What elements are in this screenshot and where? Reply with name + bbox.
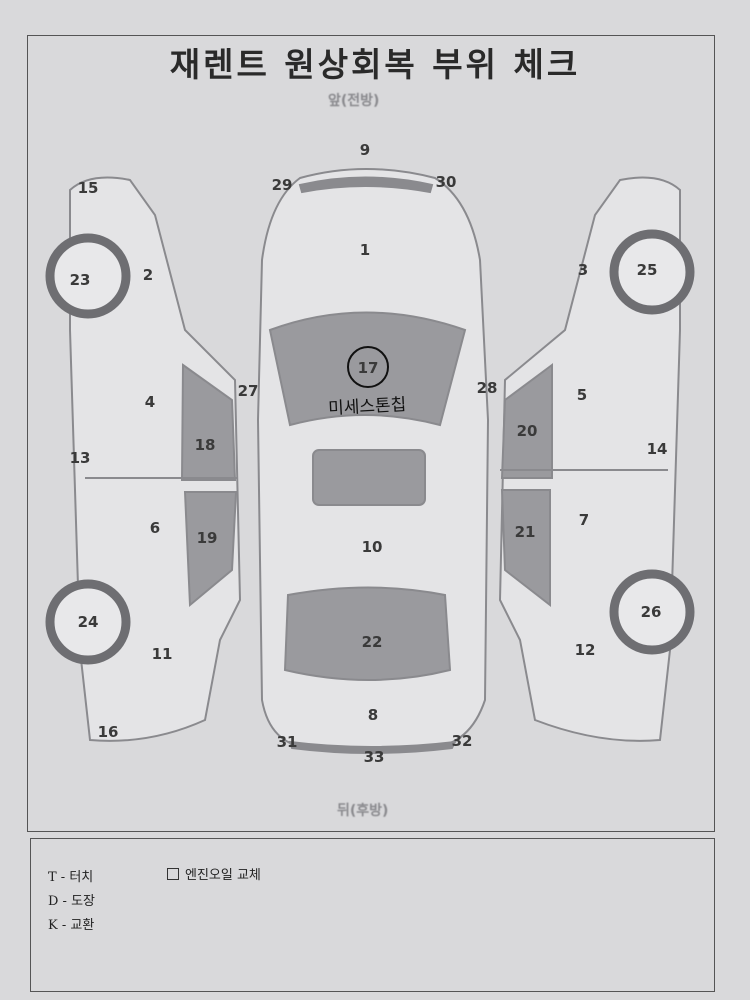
part-13: 13: [69, 449, 91, 467]
part-5: 5: [576, 386, 588, 404]
part-30: 30: [435, 173, 457, 191]
legend-paint: D - 도장: [48, 894, 96, 909]
part-33: 33: [363, 748, 385, 766]
annotation-circle: [347, 346, 389, 388]
windshield: [268, 311, 467, 427]
part-25: 25: [636, 261, 658, 279]
part-8: 8: [367, 706, 379, 724]
part-32: 32: [451, 732, 473, 750]
front-label: 앞(전방): [328, 93, 380, 109]
left-rear-window: [183, 491, 238, 608]
part-14: 14: [646, 440, 668, 458]
right-front-window: [500, 363, 553, 479]
sunroof: [312, 449, 426, 506]
part-3: 3: [577, 261, 589, 279]
engine-oil-label: 엔진오일 교체: [185, 868, 261, 883]
part-18: 18: [194, 436, 216, 454]
legend-replace: K - 교환: [48, 918, 95, 933]
wheel-23: [45, 233, 131, 319]
handwritten-note: 미세스톤칩: [327, 394, 407, 420]
part-27: 27: [237, 382, 259, 400]
part-26: 26: [640, 603, 662, 621]
part-12: 12: [574, 641, 596, 659]
part-4: 4: [144, 393, 156, 411]
part-11: 11: [151, 645, 173, 663]
front-bumper: [298, 176, 434, 194]
page-title: 재렌트 원상회복 부위 체크: [169, 45, 581, 84]
rear-window: [283, 586, 452, 681]
rear-bumper: [288, 740, 457, 754]
part-17: 17: [357, 359, 379, 377]
part-16: 16: [97, 723, 119, 741]
part-9: 9: [359, 141, 371, 159]
legend-frame: [30, 838, 715, 992]
part-24: 24: [77, 613, 99, 631]
engine-oil-checkbox[interactable]: [167, 867, 179, 880]
part-10: 10: [361, 538, 383, 556]
part-19: 19: [196, 529, 218, 547]
part-20: 20: [516, 422, 538, 440]
part-7: 7: [578, 511, 590, 529]
legend-touch: T - 터치: [48, 870, 94, 885]
wheel-25: [609, 229, 695, 315]
part-23: 23: [69, 271, 91, 289]
rear-label: 뒤(후방): [337, 803, 389, 819]
part-31: 31: [276, 733, 298, 751]
part-1: 1: [359, 241, 371, 259]
diagram-frame: [27, 35, 715, 832]
part-22: 22: [361, 633, 383, 651]
wheel-26: [609, 569, 695, 655]
part-2: 2: [142, 266, 154, 284]
part-29: 29: [271, 176, 293, 194]
wheel-24: [45, 579, 131, 665]
part-15: 15: [77, 179, 99, 197]
part-21: 21: [514, 523, 536, 541]
part-28: 28: [476, 379, 498, 397]
engine-oil-option[interactable]: 엔진오일 교체: [167, 864, 261, 883]
part-6: 6: [149, 519, 161, 537]
left-front-window: [180, 363, 237, 481]
right-rear-window: [500, 489, 551, 608]
